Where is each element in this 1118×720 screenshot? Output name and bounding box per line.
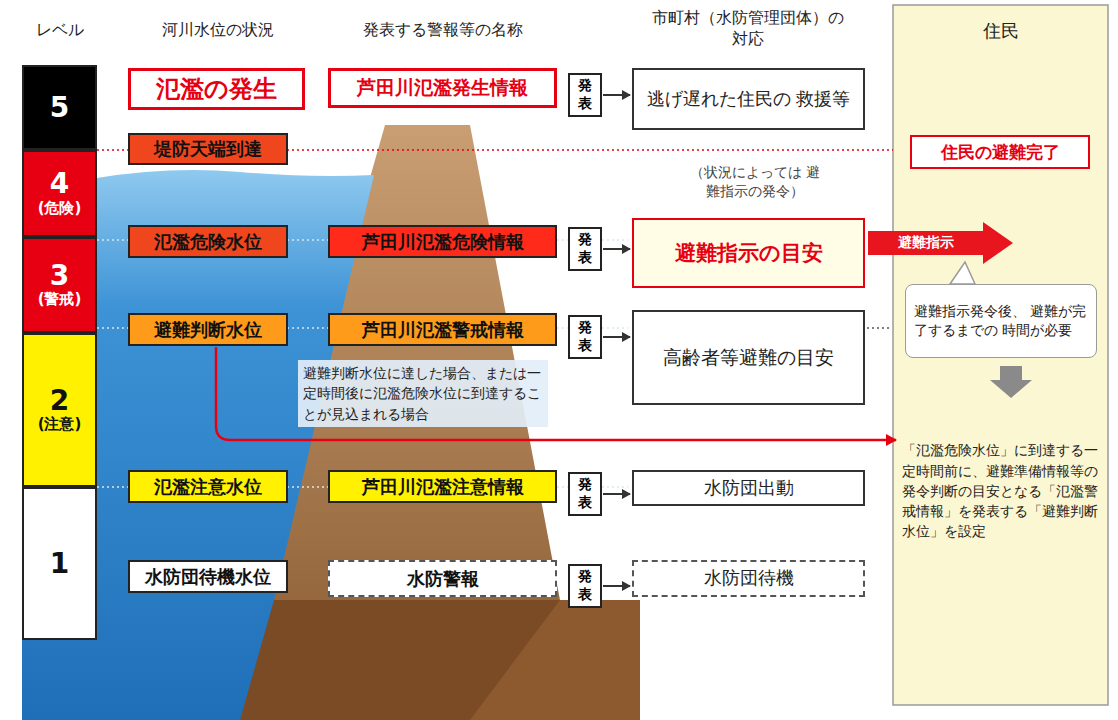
node-text: 避難指示の目安 bbox=[675, 239, 823, 267]
response-box: 水防団待機 bbox=[632, 560, 865, 597]
node-text: 住民 bbox=[983, 19, 1019, 43]
column-heading: 市町村（水防管理団体）の対応 bbox=[645, 8, 850, 50]
water-level-box: 氾濫の発生 bbox=[128, 68, 305, 110]
node-text: 3 bbox=[50, 261, 69, 290]
node-text: 水防団待機水位 bbox=[145, 565, 271, 589]
node-text: 避難判断水位 bbox=[154, 318, 262, 342]
connector bbox=[603, 585, 630, 587]
callout-bubble: 避難指示発令後、 避難が完了するまでの 時間が必要 bbox=[905, 284, 1097, 358]
node-text: 住民の避難完了 bbox=[941, 141, 1060, 164]
node-text: 発表 bbox=[573, 231, 597, 267]
level-line bbox=[867, 327, 890, 329]
node-text: 1 bbox=[50, 549, 69, 578]
level-band: 1 bbox=[22, 487, 97, 640]
bubble-tail bbox=[950, 262, 975, 284]
node-text: 氾濫の発生 bbox=[156, 73, 277, 105]
water-level-box: 水防団待機水位 bbox=[128, 560, 288, 593]
warning-box: 芦田川氾濫警戒情報 bbox=[328, 313, 557, 346]
node-text: (危険) bbox=[38, 199, 82, 218]
node-text: 水防団出動 bbox=[704, 476, 794, 500]
announce-box: 発表 bbox=[568, 472, 602, 516]
level-band: 3(警戒) bbox=[22, 237, 97, 333]
node-text: 氾濫注意水位 bbox=[154, 475, 262, 499]
node-text: 高齢者等避難の目安 bbox=[663, 345, 834, 371]
water-level-box: 避難判断水位 bbox=[128, 313, 288, 346]
water-level-box: 氾濫注意水位 bbox=[128, 470, 288, 503]
water-level-box: 氾濫危険水位 bbox=[128, 225, 288, 258]
announce-box: 発表 bbox=[568, 73, 602, 117]
panel-note: 「氾濫危険水位」に到達する一定時間前に、避難準備情報等の発令判断の目安となる「氾… bbox=[898, 406, 1104, 576]
resident-panel: 住民住民の避難完了避難指示発令後、 避難が完了するまでの 時間が必要「氾濫危険水… bbox=[893, 5, 1108, 705]
node-text: 水防団待機 bbox=[704, 566, 794, 590]
water-level-box: 堤防天端到達 bbox=[128, 133, 288, 165]
column-heading: 発表する警報等の名称 bbox=[315, 20, 570, 41]
response-box: 逃げ遅れた住民の 救援等 bbox=[632, 68, 865, 130]
node-text: 避難指示発令後、 避難が完了するまでの 時間が必要 bbox=[914, 302, 1088, 340]
down-arrow bbox=[990, 366, 1032, 398]
node-text: 芦田川氾濫注意情報 bbox=[362, 475, 524, 499]
connector bbox=[603, 94, 630, 96]
announce-box: 発表 bbox=[568, 315, 602, 359]
node-text: 発表 bbox=[573, 568, 597, 604]
note-text: （状況によっては 避難指示の発令） bbox=[685, 163, 825, 201]
node-text: 芦田川氾濫警戒情報 bbox=[362, 318, 524, 342]
response-box: 水防団出動 bbox=[632, 470, 865, 506]
response-box: 避難指示の目安 bbox=[632, 218, 865, 288]
column-heading: 河川水位の状況 bbox=[125, 20, 310, 41]
warning-box: 芦田川氾濫発生情報 bbox=[328, 68, 557, 108]
evacuation-arrow: 避難指示 bbox=[868, 222, 1013, 264]
node-text: 避難指示 bbox=[898, 234, 954, 252]
node-text: 芦田川氾濫危険情報 bbox=[362, 230, 524, 254]
node-text: 発表 bbox=[573, 476, 597, 512]
warning-box: 芦田川氾濫注意情報 bbox=[328, 470, 557, 503]
node-text: 5 bbox=[50, 93, 69, 122]
warning-box: 芦田川氾濫危険情報 bbox=[328, 225, 557, 258]
result-box: 住民の避難完了 bbox=[910, 135, 1090, 169]
node-text: 逃げ遅れた住民の 救援等 bbox=[647, 87, 851, 111]
level-band: 5 bbox=[22, 65, 97, 150]
column-heading: レベル bbox=[22, 20, 97, 41]
level-band: 2(注意) bbox=[22, 333, 97, 487]
ground-slope bbox=[470, 600, 640, 720]
announce-box: 発表 bbox=[568, 227, 602, 271]
node-text: 堤防天端到達 bbox=[154, 137, 262, 161]
response-box: 高齢者等避難の目安 bbox=[632, 310, 865, 405]
river-water bbox=[22, 170, 374, 720]
node-text: 2 bbox=[50, 386, 69, 415]
node-text: 4 bbox=[50, 169, 69, 198]
note-text: 避難判断水位に達した場合、または一定時間後に氾濫危険水位に到達することが見込まれ… bbox=[298, 360, 548, 427]
connector bbox=[603, 493, 630, 495]
warning-box: 水防警報 bbox=[328, 560, 557, 597]
node-text: 発表 bbox=[573, 319, 597, 355]
level-band: 4(危険) bbox=[22, 150, 97, 237]
node-text: (注意) bbox=[38, 415, 82, 434]
node-text: 芦田川氾濫発生情報 bbox=[357, 75, 528, 101]
connector bbox=[603, 248, 630, 250]
connector bbox=[603, 336, 630, 338]
node-text: 「氾濫危険水位」に到達する一定時間前に、避難準備情報等の発令判断の目安となる「氾… bbox=[902, 440, 1100, 541]
announce-box: 発表 bbox=[568, 564, 602, 608]
resident-panel bbox=[893, 5, 1108, 705]
node-text: (警戒) bbox=[38, 290, 82, 309]
node-text: 氾濫危険水位 bbox=[154, 230, 262, 254]
node-text: 水防警報 bbox=[407, 567, 479, 591]
node-text: 発表 bbox=[573, 77, 597, 113]
